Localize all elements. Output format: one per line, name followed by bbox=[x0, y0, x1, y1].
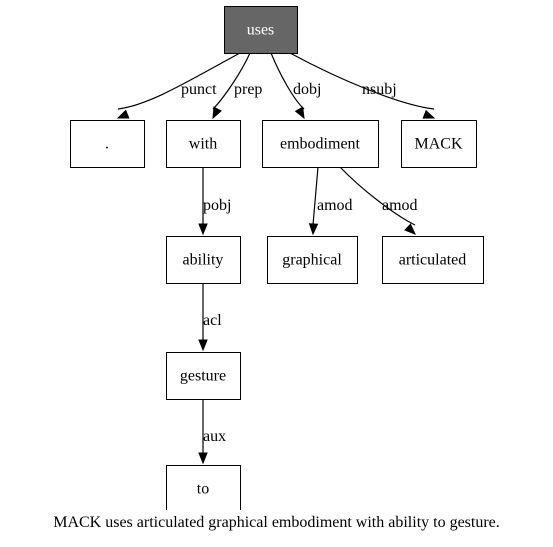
arrowhead bbox=[308, 223, 319, 236]
node-box bbox=[166, 352, 241, 400]
node-ability: ability bbox=[166, 236, 241, 284]
node-articulated: articulated bbox=[382, 236, 484, 284]
edge-uses-to-dot: punct bbox=[116, 52, 241, 119]
edge-label: dobj bbox=[293, 81, 321, 98]
edge-line bbox=[117, 52, 241, 110]
edge-label: prep bbox=[234, 81, 262, 98]
edge-uses-to-with: prep bbox=[212, 52, 262, 120]
node-label: . bbox=[105, 136, 109, 153]
edge-label: amod bbox=[317, 197, 353, 214]
sentence-caption: MACK uses articulated graphical embodime… bbox=[53, 514, 500, 531]
edge-with-to-ability: pobj bbox=[198, 167, 231, 236]
node-label: articulated bbox=[399, 252, 467, 269]
node-to: to bbox=[166, 465, 241, 510]
arrowhead bbox=[294, 106, 305, 120]
node-box bbox=[267, 236, 358, 284]
node-mack: MACK bbox=[401, 120, 477, 168]
node-dot: . bbox=[70, 120, 145, 168]
node-box bbox=[262, 120, 379, 168]
edge-line bbox=[339, 166, 416, 226]
node-gesture: gesture bbox=[166, 352, 241, 400]
node-with: with bbox=[166, 120, 241, 168]
node-box bbox=[166, 120, 241, 168]
edge-uses-to-mack: nsubj bbox=[289, 52, 436, 119]
node-label: graphical bbox=[282, 252, 342, 269]
arrowhead bbox=[116, 109, 130, 119]
node-box bbox=[70, 120, 145, 168]
node-label: embodiment bbox=[280, 136, 361, 153]
node-embodiment: embodiment bbox=[262, 120, 379, 168]
edge-label: pobj bbox=[203, 197, 231, 214]
node-label: gesture bbox=[180, 368, 226, 385]
node-label: MACK bbox=[414, 136, 462, 153]
node-label: to bbox=[197, 481, 209, 498]
edge-line bbox=[212, 52, 251, 110]
arrowhead bbox=[212, 106, 222, 120]
edge-embodiment-to-graphical: amod bbox=[308, 166, 353, 236]
arrowhead bbox=[198, 339, 208, 352]
node-uses: uses bbox=[224, 6, 298, 54]
arrowhead bbox=[404, 223, 416, 235]
edge-line bbox=[270, 52, 305, 110]
node-graphical: graphical bbox=[267, 236, 358, 284]
arrowhead bbox=[422, 109, 436, 119]
node-label: uses bbox=[247, 22, 275, 39]
arrowhead bbox=[198, 223, 208, 236]
node-label: with bbox=[189, 136, 217, 153]
edge-embodiment-to-articulated: amod bbox=[339, 166, 418, 235]
edge-gesture-to-to: aux bbox=[198, 399, 226, 465]
arrowhead bbox=[198, 452, 208, 465]
edge-label: punct bbox=[181, 81, 217, 98]
node-box bbox=[401, 120, 477, 168]
edge-label: aux bbox=[203, 428, 226, 445]
node-label: ability bbox=[183, 252, 224, 269]
dependency-tree: punct prep dobj nsubj pobj amod amod acl aux uses… bbox=[70, 6, 484, 510]
edge-label: acl bbox=[203, 312, 222, 329]
edge-label: nsubj bbox=[362, 81, 397, 98]
node-box bbox=[382, 236, 484, 284]
edge-uses-to-embodiment: dobj bbox=[270, 52, 321, 120]
edge-ability-to-gesture: acl bbox=[198, 283, 222, 352]
node-box bbox=[166, 465, 241, 510]
node-box bbox=[166, 236, 241, 284]
root-node-box bbox=[224, 6, 298, 54]
edge-line bbox=[312, 166, 319, 226]
edge-label: amod bbox=[382, 197, 418, 214]
edge-line bbox=[289, 52, 435, 110]
